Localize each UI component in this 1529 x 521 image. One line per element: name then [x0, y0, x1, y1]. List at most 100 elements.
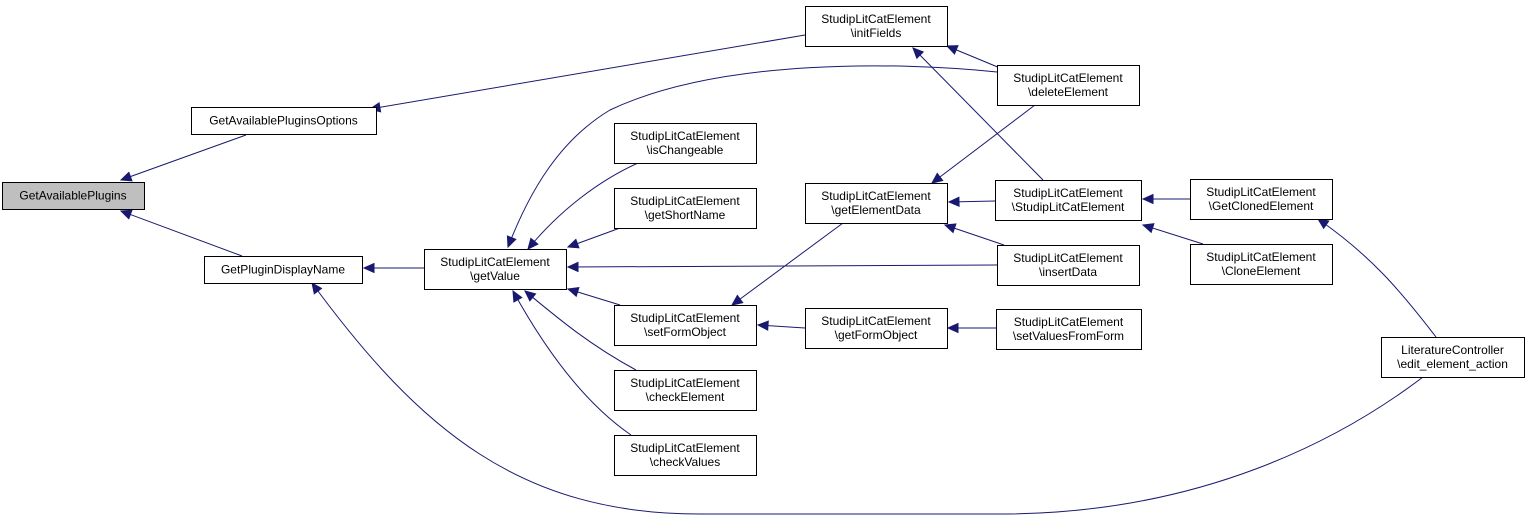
graph-node[interactable]: GetPluginDisplayName [204, 256, 363, 284]
graph-node[interactable]: GetAvailablePluginsOptions [191, 107, 377, 135]
node-label-class: GetAvailablePlugins [19, 189, 126, 203]
edge-line [120, 210, 243, 257]
arrowhead-icon [527, 237, 539, 250]
node-box[interactable] [997, 65, 1140, 106]
node-label-class: StudipLitCatElement [821, 314, 931, 328]
graph-node[interactable]: StudipLitCatElement\getElementData [805, 183, 948, 224]
graph-node[interactable]: StudipLitCatElement\insertData [997, 245, 1140, 286]
edge-line [512, 290, 632, 436]
graph-node[interactable]: StudipLitCatElement\getValue [424, 249, 567, 290]
node-label-class: StudipLitCatElement [630, 376, 740, 390]
node-box[interactable] [805, 308, 948, 349]
arrowhead-icon [119, 209, 133, 220]
node-box[interactable] [614, 305, 757, 346]
nodes-layer: GetAvailablePlugins GetAvailablePluginsOp… [2, 6, 1525, 476]
node-box[interactable] [614, 370, 757, 411]
edge-line [507, 65, 998, 248]
node-label-class: StudipLitCatElement [1013, 71, 1123, 85]
node-box[interactable] [424, 249, 567, 290]
graph-node[interactable]: GetAvailablePlugins [2, 182, 145, 210]
edge-n7-to-n4 [566, 227, 621, 249]
edge-n3-to-n1 [368, 34, 806, 113]
node-label-method: \checkElement [646, 390, 725, 404]
node-label-class: GetAvailablePluginsOptions [209, 114, 358, 128]
edge-n18-to-n2 [311, 282, 1424, 515]
edge-n8-to-n4 [566, 287, 621, 306]
arrowhead-icon [731, 294, 744, 306]
graph-node[interactable]: LiteratureController\edit_element_action [1381, 337, 1525, 378]
graph-node[interactable]: StudipLitCatElement\GetClonedElement [1190, 179, 1333, 220]
node-label-method: \checkValues [650, 455, 720, 469]
graph-node[interactable]: StudipLitCatElement\StudipLitCatElement [995, 180, 1142, 221]
node-label-class: StudipLitCatElement [630, 441, 740, 455]
node-box[interactable] [1190, 244, 1333, 285]
node-label-class: StudipLitCatElement [630, 194, 740, 208]
graph-node[interactable]: StudipLitCatElement\getShortName [614, 188, 757, 229]
node-label-method: \setFormObject [644, 325, 727, 339]
node-label-method: \getShortName [645, 208, 726, 222]
edge-n5-to-n11 [931, 104, 1036, 184]
edge-n5-to-n4 [506, 65, 998, 249]
edge-line [567, 264, 998, 268]
node-label-class: StudipLitCatElement [1013, 251, 1123, 265]
node-box[interactable] [996, 309, 1142, 350]
node-box[interactable] [204, 256, 363, 284]
node-box[interactable] [614, 188, 757, 229]
edge-n6-to-n4 [527, 162, 639, 250]
graph-node[interactable]: StudipLitCatElement\isChangeable [614, 123, 757, 164]
edge-n1-to-n0 [119, 134, 247, 182]
node-box[interactable] [995, 180, 1142, 221]
node-box[interactable] [614, 435, 757, 476]
node-box[interactable] [1190, 179, 1333, 220]
edge-line [524, 290, 637, 371]
edge-n16-to-n13 [1141, 193, 1190, 205]
arrowhead-icon [947, 196, 960, 208]
edge-line [731, 222, 844, 306]
node-box[interactable] [1381, 337, 1525, 378]
node-box[interactable] [614, 123, 757, 164]
node-label-method: \insertData [1039, 265, 1097, 279]
graph-node[interactable]: StudipLitCatElement\checkElement [614, 370, 757, 411]
node-label-class: StudipLitCatElement [821, 189, 931, 203]
edge-n18-to-n16 [1316, 218, 1437, 338]
node-label-method: \deleteElement [1028, 85, 1109, 99]
graph-node[interactable]: StudipLitCatElement\CloneElement [1190, 244, 1333, 285]
edge-line [912, 47, 1044, 181]
arrowhead-icon [119, 171, 133, 182]
graph-node[interactable]: StudipLitCatElement\deleteElement [997, 65, 1140, 106]
edge-n11-to-n8 [731, 222, 844, 306]
graph-node[interactable]: StudipLitCatElement\setValuesFromForm [996, 309, 1142, 350]
edge-n4-to-n2 [362, 262, 424, 274]
node-label-class: StudipLitCatElement [1013, 186, 1123, 200]
graph-node[interactable]: StudipLitCatElement\checkValues [614, 435, 757, 476]
edge-line [1317, 218, 1437, 338]
root-node-box[interactable] [2, 182, 145, 210]
graph-node[interactable]: StudipLitCatElement\initFields [805, 6, 948, 47]
arrowhead-icon [506, 235, 517, 249]
edge-n2-to-n0 [119, 209, 243, 257]
edge-line [931, 104, 1036, 184]
node-box[interactable] [191, 107, 377, 135]
node-label-method: \setValuesFromForm [1013, 329, 1124, 343]
graph-node[interactable]: StudipLitCatElement\getFormObject [805, 308, 948, 349]
edge-n13-to-n11 [947, 196, 996, 208]
edge-n5-to-n3 [945, 45, 1001, 69]
arrowhead-icon [945, 45, 959, 55]
arrowhead-icon [931, 172, 944, 184]
node-box[interactable] [805, 183, 948, 224]
edge-line [120, 134, 247, 181]
graph-node[interactable]: StudipLitCatElement\setFormObject [614, 305, 757, 346]
node-label-method: \StudipLitCatElement [1012, 200, 1125, 214]
edge-n13-to-n3 [912, 47, 1044, 181]
arrowhead-icon [1141, 193, 1154, 205]
node-box[interactable] [805, 6, 948, 47]
edge-n12-to-n8 [756, 320, 806, 331]
node-label-class: StudipLitCatElement [440, 255, 550, 269]
node-box[interactable] [997, 245, 1140, 286]
node-label-class: StudipLitCatElement [630, 311, 740, 325]
arrowhead-icon [1141, 223, 1155, 234]
arrowhead-icon [311, 282, 323, 295]
arrowhead-icon [912, 47, 925, 60]
edge-n15-to-n12 [946, 322, 996, 334]
node-label-class: StudipLitCatElement [821, 12, 931, 26]
